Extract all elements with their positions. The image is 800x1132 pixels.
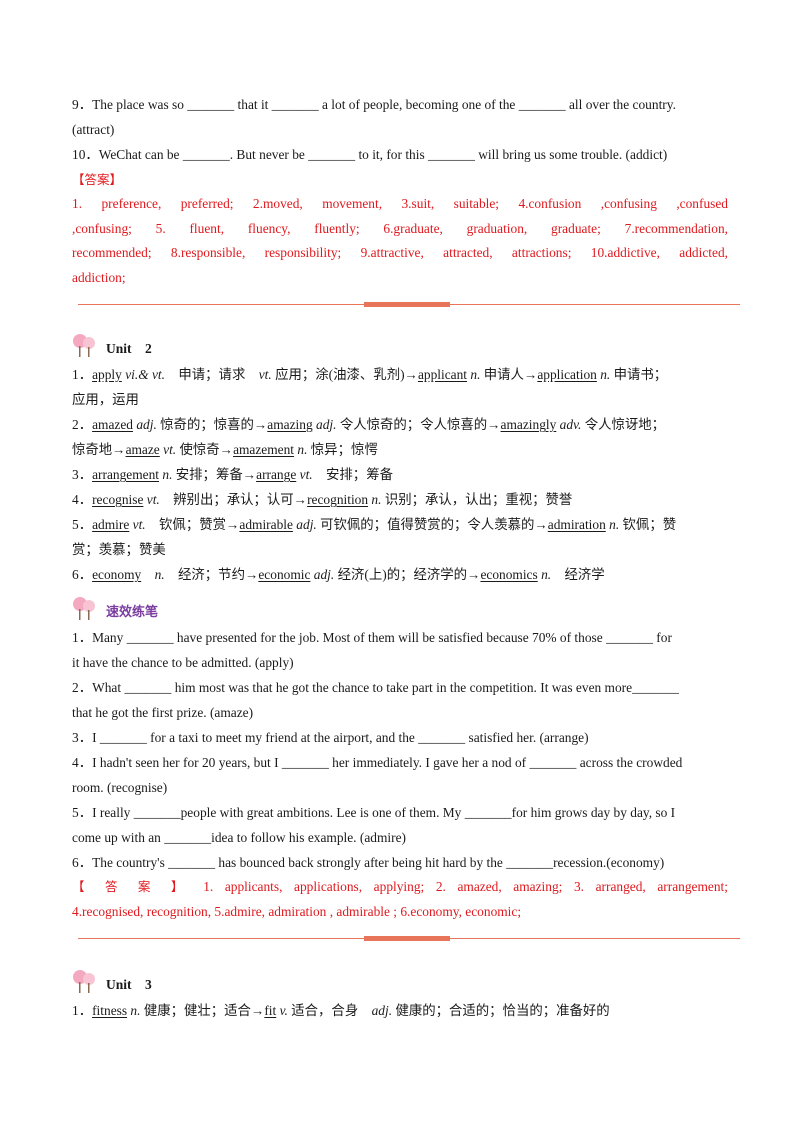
- practice-title: 速效练笔: [106, 605, 159, 620]
- exercise-10: 10．WeChat can be _______. But never be _…: [72, 147, 668, 162]
- vocab-item-cont: 惊奇地→amaze vt. 使惊奇→amazement n. 惊异；惊愕: [72, 442, 378, 457]
- vocab-item: 5．admire vt. 钦佩；赞赏→admirable adj. 可钦佩的；值…: [72, 517, 677, 532]
- unit-title: Unit 3: [106, 977, 152, 992]
- exercise-3: 3．I _______ for a taxi to meet my friend…: [72, 730, 589, 745]
- section-divider: [72, 924, 740, 954]
- tree-icon: [73, 597, 95, 620]
- answer-line: addiction;: [72, 269, 126, 285]
- document-page: 9．The place was so _______ that it _____…: [72, 92, 740, 1023]
- exercise-2-cont: that he got the first prize. (amaze): [72, 705, 254, 720]
- section-divider: [72, 290, 740, 320]
- unit-heading: Unit 3: [72, 960, 728, 996]
- vocab-item: 1．apply vi.& vt. 申请；请求 vt. 应用；涂(油漆、乳剂)→a…: [72, 367, 668, 382]
- vocab-item: 2．amazed adj. 惊奇的；惊喜的→amazing adj. 令人惊奇的…: [72, 417, 666, 432]
- exercise-5: 5．I really _______people with great ambi…: [72, 805, 676, 820]
- exercise-9: 9．The place was so _______ that it _____…: [72, 97, 676, 112]
- unit-title: Unit 2: [106, 341, 152, 356]
- answer-label: 【答案】: [72, 172, 123, 187]
- tree-icon: [73, 970, 95, 993]
- vocab-item: 1．fitness n. 健康；健壮；适合→fit v. 适合，合身 adj. …: [72, 1003, 610, 1018]
- vocab-item-cont: 应用，运用: [72, 392, 139, 407]
- answer-line: 【 答 案 】 1. applicants, applications, app…: [72, 879, 728, 894]
- exercise-2: 2．What _______ him most was that he got …: [72, 680, 679, 695]
- exercise-4-cont: room. (recognise): [72, 780, 168, 795]
- unit-heading: Unit 2: [72, 324, 728, 360]
- answer-line: recommended; 8.responsible, responsibili…: [72, 245, 728, 260]
- tree-icon: [73, 334, 95, 357]
- exercise-1-cont: it have the chance to be admitted. (appl…: [72, 655, 294, 670]
- answer-line: ,confusing; 5. fluent, fluency, fluently…: [72, 220, 728, 236]
- exercise-4: 4．I hadn't seen her for 20 years, but I …: [72, 755, 683, 770]
- answer-line: 4.recognised, recognition, 5.admire, adm…: [72, 903, 522, 919]
- practice-heading: 速效练笔: [72, 587, 728, 623]
- vocab-item: 3．arrangement n. 安排；筹备→arrange vt. 安排；筹备: [72, 467, 393, 482]
- exercise-5-cont: come up with an _______idea to follow hi…: [72, 830, 406, 845]
- exercise-9-hint: (attract): [72, 122, 115, 137]
- vocab-item-cont: 赏；羡慕；赞美: [72, 542, 166, 557]
- vocab-item: 6．economy n. 经济；节约→economic adj. 经济(上)的；…: [72, 567, 605, 582]
- exercise-6: 6．The country's _______ has bounced back…: [72, 855, 665, 870]
- answer-label: 【 答 案 】: [72, 879, 192, 894]
- answer-line: 1. preference, preferred; 2.moved, movem…: [72, 196, 728, 211]
- vocab-item: 4．recognise vt. 辨别出；承认；认可→recognition n.…: [72, 492, 573, 507]
- exercise-1: 1．Many _______ have presented for the jo…: [72, 630, 672, 645]
